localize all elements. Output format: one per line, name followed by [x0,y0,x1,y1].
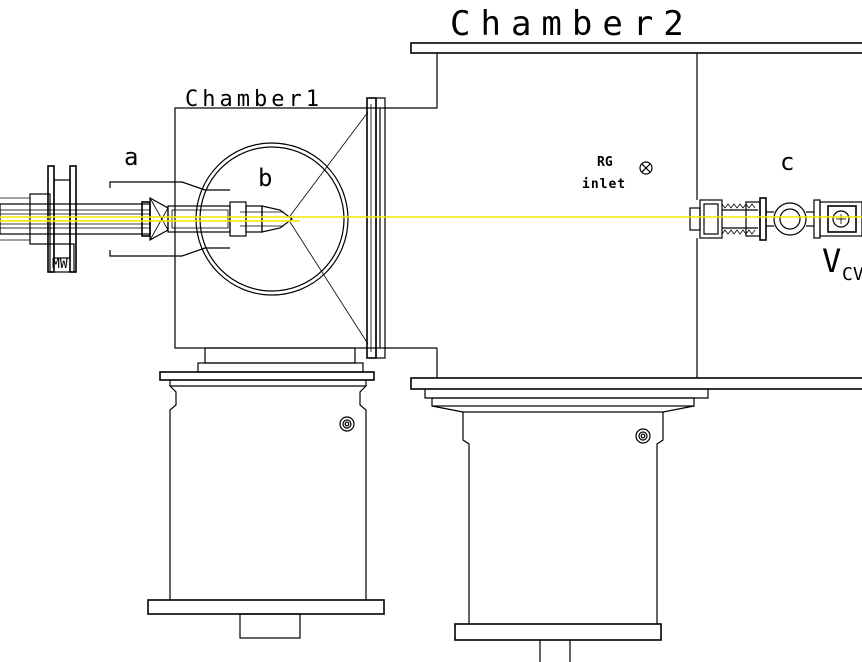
mw-label: MW [52,257,68,272]
beam-axis [0,216,862,222]
label-b: b [258,164,272,192]
label-a: a [124,143,138,171]
chamber2-label: Chamber2 [450,4,694,44]
inlet-label: inlet [582,177,626,192]
rg-label: RG [597,155,613,170]
rg-inlet-marker-icon [639,161,653,175]
source-assembly [0,165,293,273]
label-c: c [780,148,794,176]
valve-label-subscript: CV [842,264,862,285]
chamber1 [147,97,386,639]
chamber1-label: Chamber1 [185,87,323,112]
valve-assembly [689,197,862,241]
valve-label-v: V [822,242,841,280]
chamber2 [380,42,862,662]
